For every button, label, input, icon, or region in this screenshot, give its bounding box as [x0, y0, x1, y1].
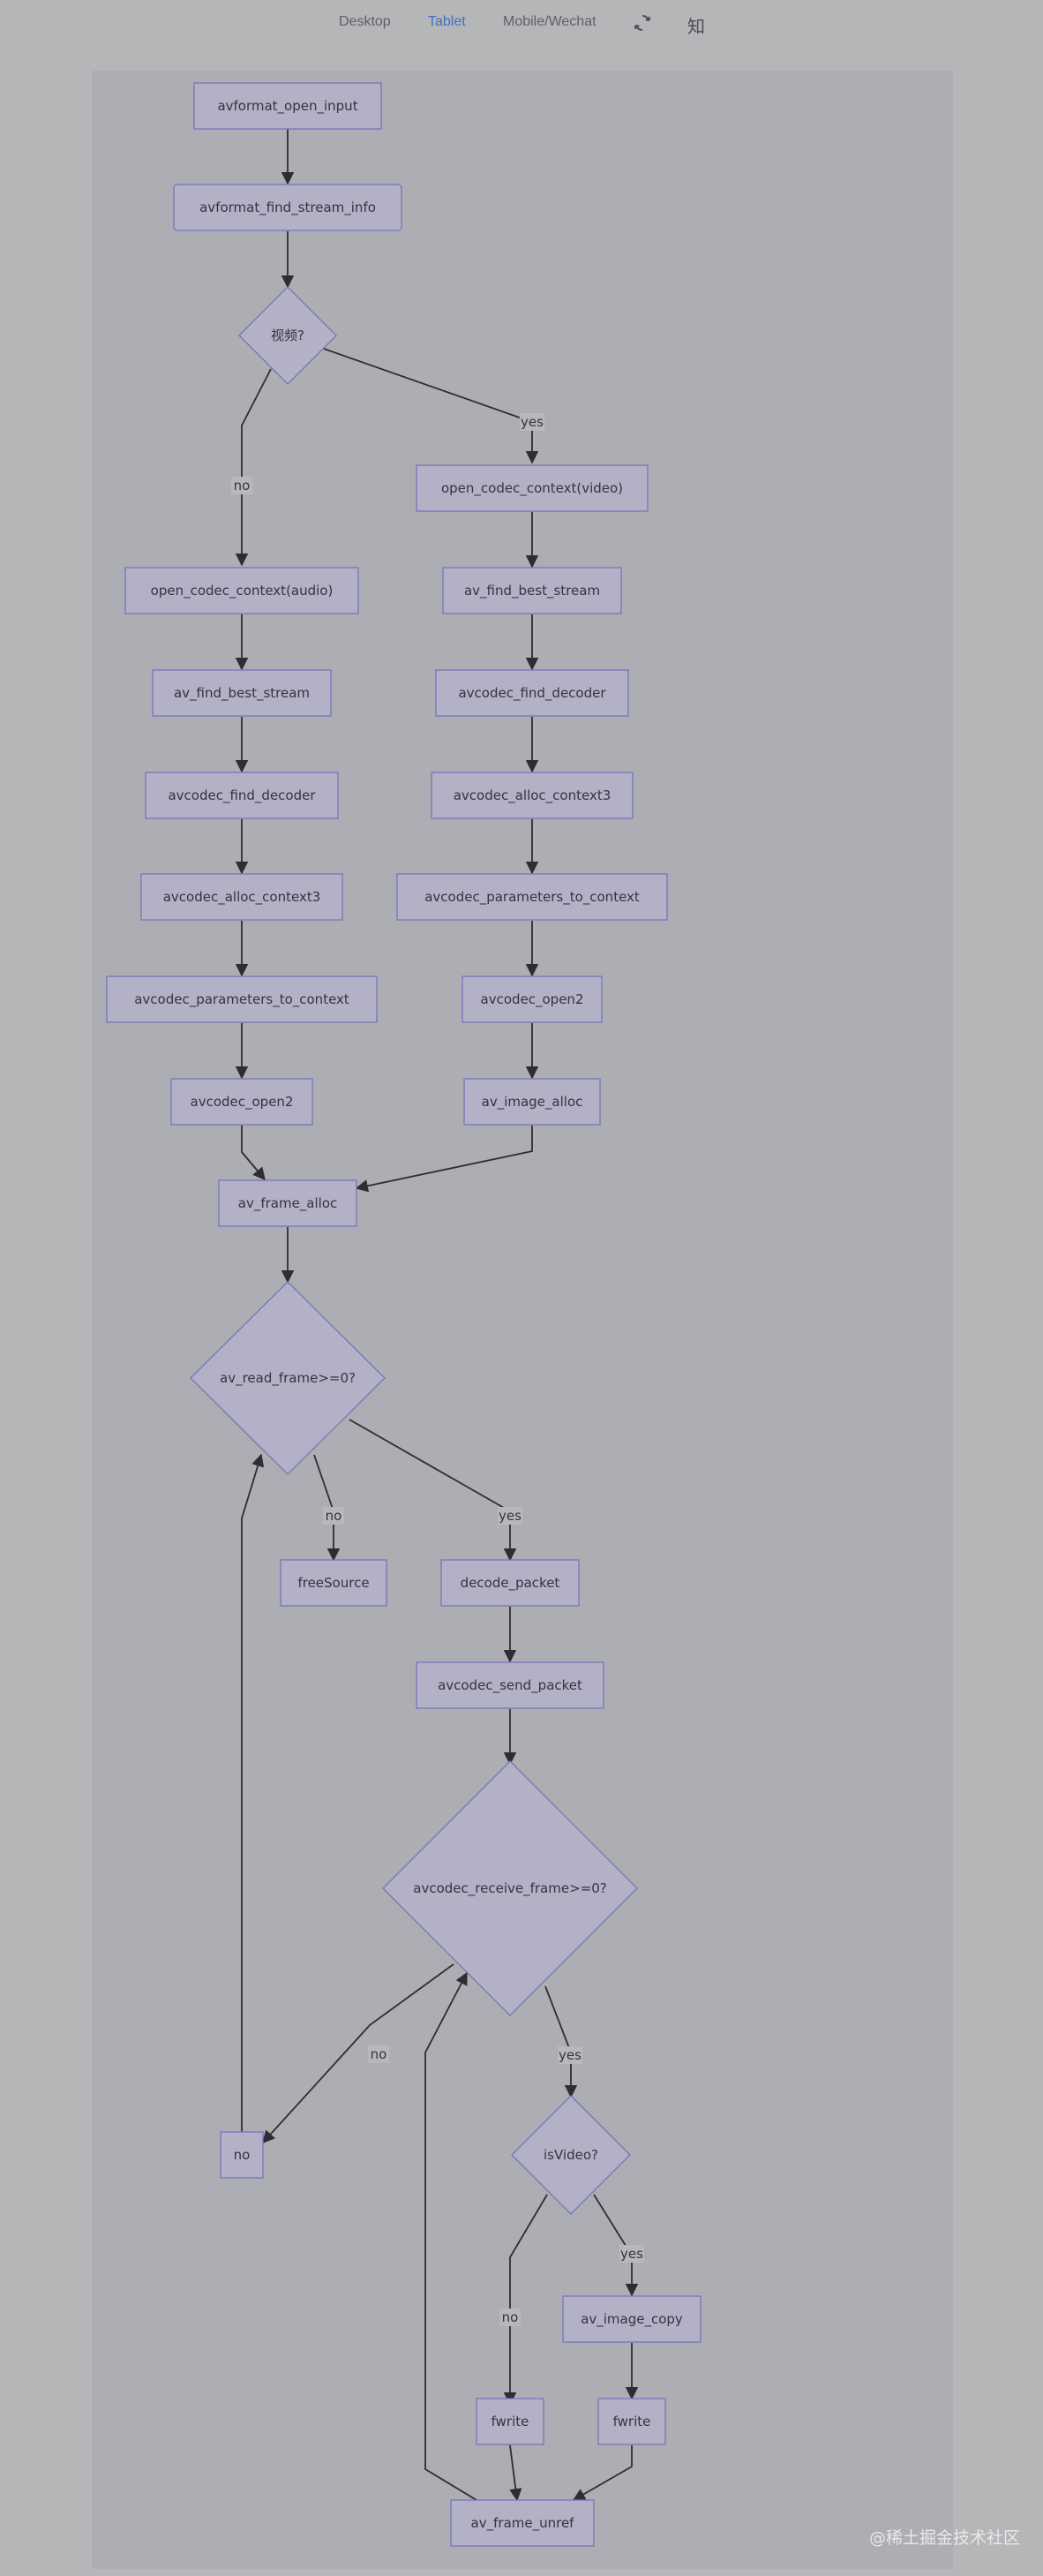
- edge: [544, 1985, 578, 2098]
- node-free-source: freeSource: [280, 1559, 387, 1607]
- edge: [323, 348, 539, 464]
- svg-text:av_read_frame>=0?: av_read_frame>=0?: [220, 1370, 356, 1387]
- node-avcodec-open2-video: avcodec_open2: [461, 975, 603, 1023]
- edge-label-yes: yes: [558, 2046, 582, 2064]
- diagram-canvas: yes no no yes no yes no yes avformat_ope…: [92, 71, 953, 2569]
- node-av-find-best-stream-video: av_find_best_stream: [442, 567, 622, 614]
- tab-mobile-wechat[interactable]: Mobile/Wechat: [503, 14, 597, 29]
- node-decode-packet: decode_packet: [440, 1559, 580, 1607]
- svg-text:no: no: [234, 478, 251, 493]
- edge-label-no: no: [231, 477, 252, 494]
- tab-desktop[interactable]: Desktop: [339, 14, 391, 29]
- svg-text:av_image_copy: av_image_copy: [581, 2311, 683, 2328]
- svg-text:视频?: 视频?: [271, 328, 304, 343]
- edge-label-no: no: [368, 2045, 389, 2063]
- svg-text:yes: yes: [559, 2047, 582, 2063]
- node-avcodec-parameters-to-context-video: avcodec_parameters_to_context: [396, 873, 668, 921]
- svg-text:avcodec_parameters_to_context: avcodec_parameters_to_context: [134, 991, 349, 1008]
- node-open-codec-context-video: open_codec_context(video): [416, 464, 649, 512]
- svg-text:no: no: [326, 1508, 342, 1524]
- svg-text:yes: yes: [499, 1508, 522, 1524]
- edge: [241, 1126, 266, 1181]
- svg-text:no: no: [371, 2046, 387, 2062]
- svg-text:avformat_find_stream_info: avformat_find_stream_info: [199, 200, 376, 216]
- view-switcher: Desktop Tablet Mobile/Wechat 知: [0, 0, 1043, 49]
- svg-text:open_codec_context(video): open_codec_context(video): [441, 480, 623, 497]
- edge: [241, 1453, 265, 2135]
- svg-text:av_image_alloc: av_image_alloc: [482, 1094, 583, 1111]
- edge: [509, 2444, 522, 2502]
- node-av-find-best-stream-audio: av_find_best_stream: [152, 669, 332, 717]
- node-is-video-check: isVideo?: [511, 2095, 631, 2215]
- node-avcodec-alloc-context3-video: avcodec_alloc_context3: [431, 772, 634, 819]
- node-fwrite-right: fwrite: [597, 2398, 666, 2445]
- edge: [503, 2194, 548, 2406]
- node-av-image-alloc: av_image_alloc: [463, 1078, 601, 1126]
- node-av-read-frame-decision: av_read_frame>=0?: [190, 1281, 386, 1475]
- svg-text:decode_packet: decode_packet: [461, 1575, 560, 1592]
- node-avformat-open-input: avformat_open_input: [193, 82, 382, 130]
- svg-text:no: no: [234, 2147, 251, 2163]
- tab-tablet[interactable]: Tablet: [428, 14, 466, 29]
- svg-text:avcodec_parameters_to_context: avcodec_parameters_to_context: [424, 889, 640, 906]
- edge: [355, 1126, 533, 1193]
- svg-text:avcodec_find_decoder: avcodec_find_decoder: [458, 685, 606, 702]
- svg-text:avcodec_find_decoder: avcodec_find_decoder: [168, 787, 316, 804]
- node-av-frame-alloc: av_frame_alloc: [218, 1179, 357, 1227]
- node-avcodec-find-decoder-video: avcodec_find_decoder: [435, 669, 629, 717]
- svg-text:av_find_best_stream: av_find_best_stream: [174, 685, 310, 702]
- node-avcodec-receive-frame-decision: avcodec_receive_frame>=0?: [382, 1760, 638, 2016]
- node-avcodec-send-packet: avcodec_send_packet: [416, 1661, 604, 1709]
- watermark: @稀土掘金技术社区: [869, 2528, 1021, 2548]
- edge: [235, 368, 272, 567]
- svg-text:avformat_open_input: avformat_open_input: [217, 98, 357, 115]
- edge-label-yes: yes: [498, 1507, 522, 1525]
- svg-text:yes: yes: [521, 414, 544, 430]
- svg-text:avcodec_alloc_context3: avcodec_alloc_context3: [163, 889, 321, 906]
- node-is-video-decision: 视频?: [238, 286, 337, 385]
- svg-text:freeSource: freeSource: [297, 1575, 369, 1591]
- node-av-image-copy: av_image_copy: [562, 2295, 702, 2343]
- svg-text:av_find_best_stream: av_find_best_stream: [464, 583, 600, 599]
- refresh-icon[interactable]: [632, 12, 653, 34]
- node-avcodec-parameters-to-context-audio: avcodec_parameters_to_context: [106, 975, 378, 1023]
- node-avcodec-open2-audio: avcodec_open2: [170, 1078, 313, 1126]
- edge: [572, 2445, 633, 2501]
- edge: [424, 1971, 477, 2501]
- edge: [262, 1963, 454, 2144]
- svg-text:fwrite: fwrite: [613, 2414, 651, 2429]
- svg-text:open_codec_context(audio): open_codec_context(audio): [151, 583, 334, 599]
- svg-text:av_frame_unref: av_frame_unref: [471, 2515, 575, 2532]
- svg-text:avcodec_receive_frame>=0?: avcodec_receive_frame>=0?: [413, 1880, 606, 1897]
- node-avformat-find-stream-info: avformat_find_stream_info: [173, 184, 402, 231]
- edge-label-yes: yes: [619, 2245, 644, 2263]
- edge-label-yes: yes: [520, 413, 544, 431]
- node-av-frame-unref: av_frame_unref: [450, 2499, 595, 2547]
- edge-label-no: no: [499, 2309, 521, 2326]
- svg-text:isVideo?: isVideo?: [544, 2147, 598, 2163]
- edge: [349, 1419, 517, 1562]
- svg-text:avcodec_open2: avcodec_open2: [481, 991, 584, 1008]
- node-no: no: [220, 2131, 264, 2179]
- flowchart: yes no no yes no yes no yes avformat_ope…: [106, 82, 702, 2547]
- node-avcodec-find-decoder-audio: avcodec_find_decoder: [145, 772, 339, 819]
- node-avcodec-alloc-context3-audio: avcodec_alloc_context3: [140, 873, 343, 921]
- zhihu-icon[interactable]: 知: [687, 16, 705, 37]
- svg-text:av_frame_alloc: av_frame_alloc: [238, 1195, 338, 1212]
- edge-label-no: no: [323, 1507, 344, 1525]
- svg-text:avcodec_send_packet: avcodec_send_packet: [438, 1677, 582, 1694]
- node-fwrite-left: fwrite: [476, 2398, 544, 2445]
- svg-text:yes: yes: [620, 2246, 643, 2262]
- node-open-codec-context-audio: open_codec_context(audio): [124, 567, 359, 614]
- svg-text:fwrite: fwrite: [491, 2414, 529, 2429]
- svg-text:avcodec_open2: avcodec_open2: [191, 1094, 294, 1111]
- svg-text:no: no: [502, 2309, 519, 2325]
- svg-text:avcodec_alloc_context3: avcodec_alloc_context3: [454, 787, 612, 804]
